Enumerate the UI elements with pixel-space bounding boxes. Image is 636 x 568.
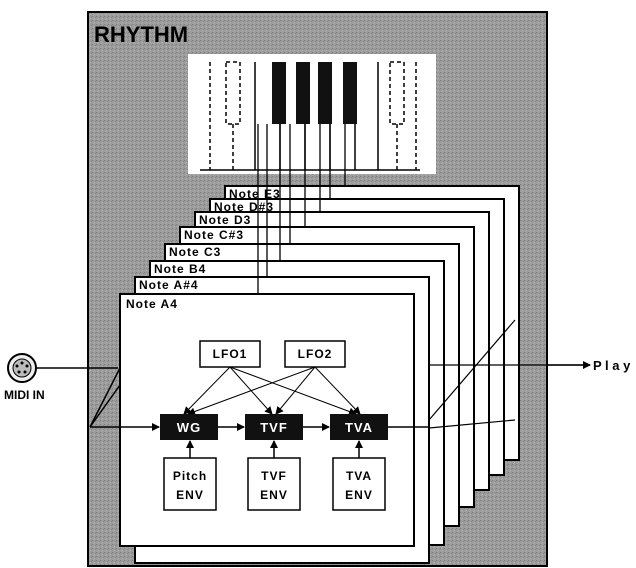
wg-block xyxy=(160,414,218,440)
midi-in-label: MIDI IN xyxy=(4,388,45,402)
note-label: Note C#3 xyxy=(184,228,244,242)
rhythm-title: RHYTHM xyxy=(94,22,188,47)
tva-label: TVA xyxy=(345,420,373,435)
note-label: Note D3 xyxy=(199,213,251,227)
tva-env-box xyxy=(332,457,386,511)
tvf-env-line1: TVF xyxy=(261,469,287,483)
lfo2-label: LFO2 xyxy=(298,347,333,361)
lfo2-box xyxy=(284,340,346,368)
pitch-env-line2: ENV xyxy=(176,488,204,502)
note-label: Note D#3 xyxy=(214,200,274,214)
note-label: Note B4 xyxy=(154,262,206,276)
tvf-label: TVF xyxy=(260,420,288,435)
front-note-label: Note A4 xyxy=(126,297,178,311)
note-label: Note C3 xyxy=(169,245,221,259)
midi-in-connector xyxy=(7,353,37,383)
lfo1-label: LFO1 xyxy=(213,347,248,361)
tvf-env-line2: ENV xyxy=(260,488,288,502)
tvf-env-box xyxy=(247,457,301,511)
tvf-block xyxy=(245,414,303,440)
midi-input-lines xyxy=(36,367,160,431)
key-connections xyxy=(257,124,346,294)
pitch-env-box xyxy=(163,457,217,511)
tva-env-line2: ENV xyxy=(345,488,373,502)
play-label: P l a y xyxy=(593,358,631,373)
keyboard xyxy=(188,54,436,174)
front-note-card: Note A4 LFO1 LFO2 WG TVF TVA xyxy=(119,293,429,547)
pitch-env-line1: Pitch xyxy=(173,469,207,483)
note-label: Note A#4 xyxy=(139,278,199,292)
note-label: Note E3 xyxy=(229,187,281,201)
tva-env-line1: TVA xyxy=(346,469,372,483)
lfo1-box xyxy=(199,340,261,368)
wg-label: WG xyxy=(177,420,201,435)
tva-block xyxy=(330,414,388,440)
